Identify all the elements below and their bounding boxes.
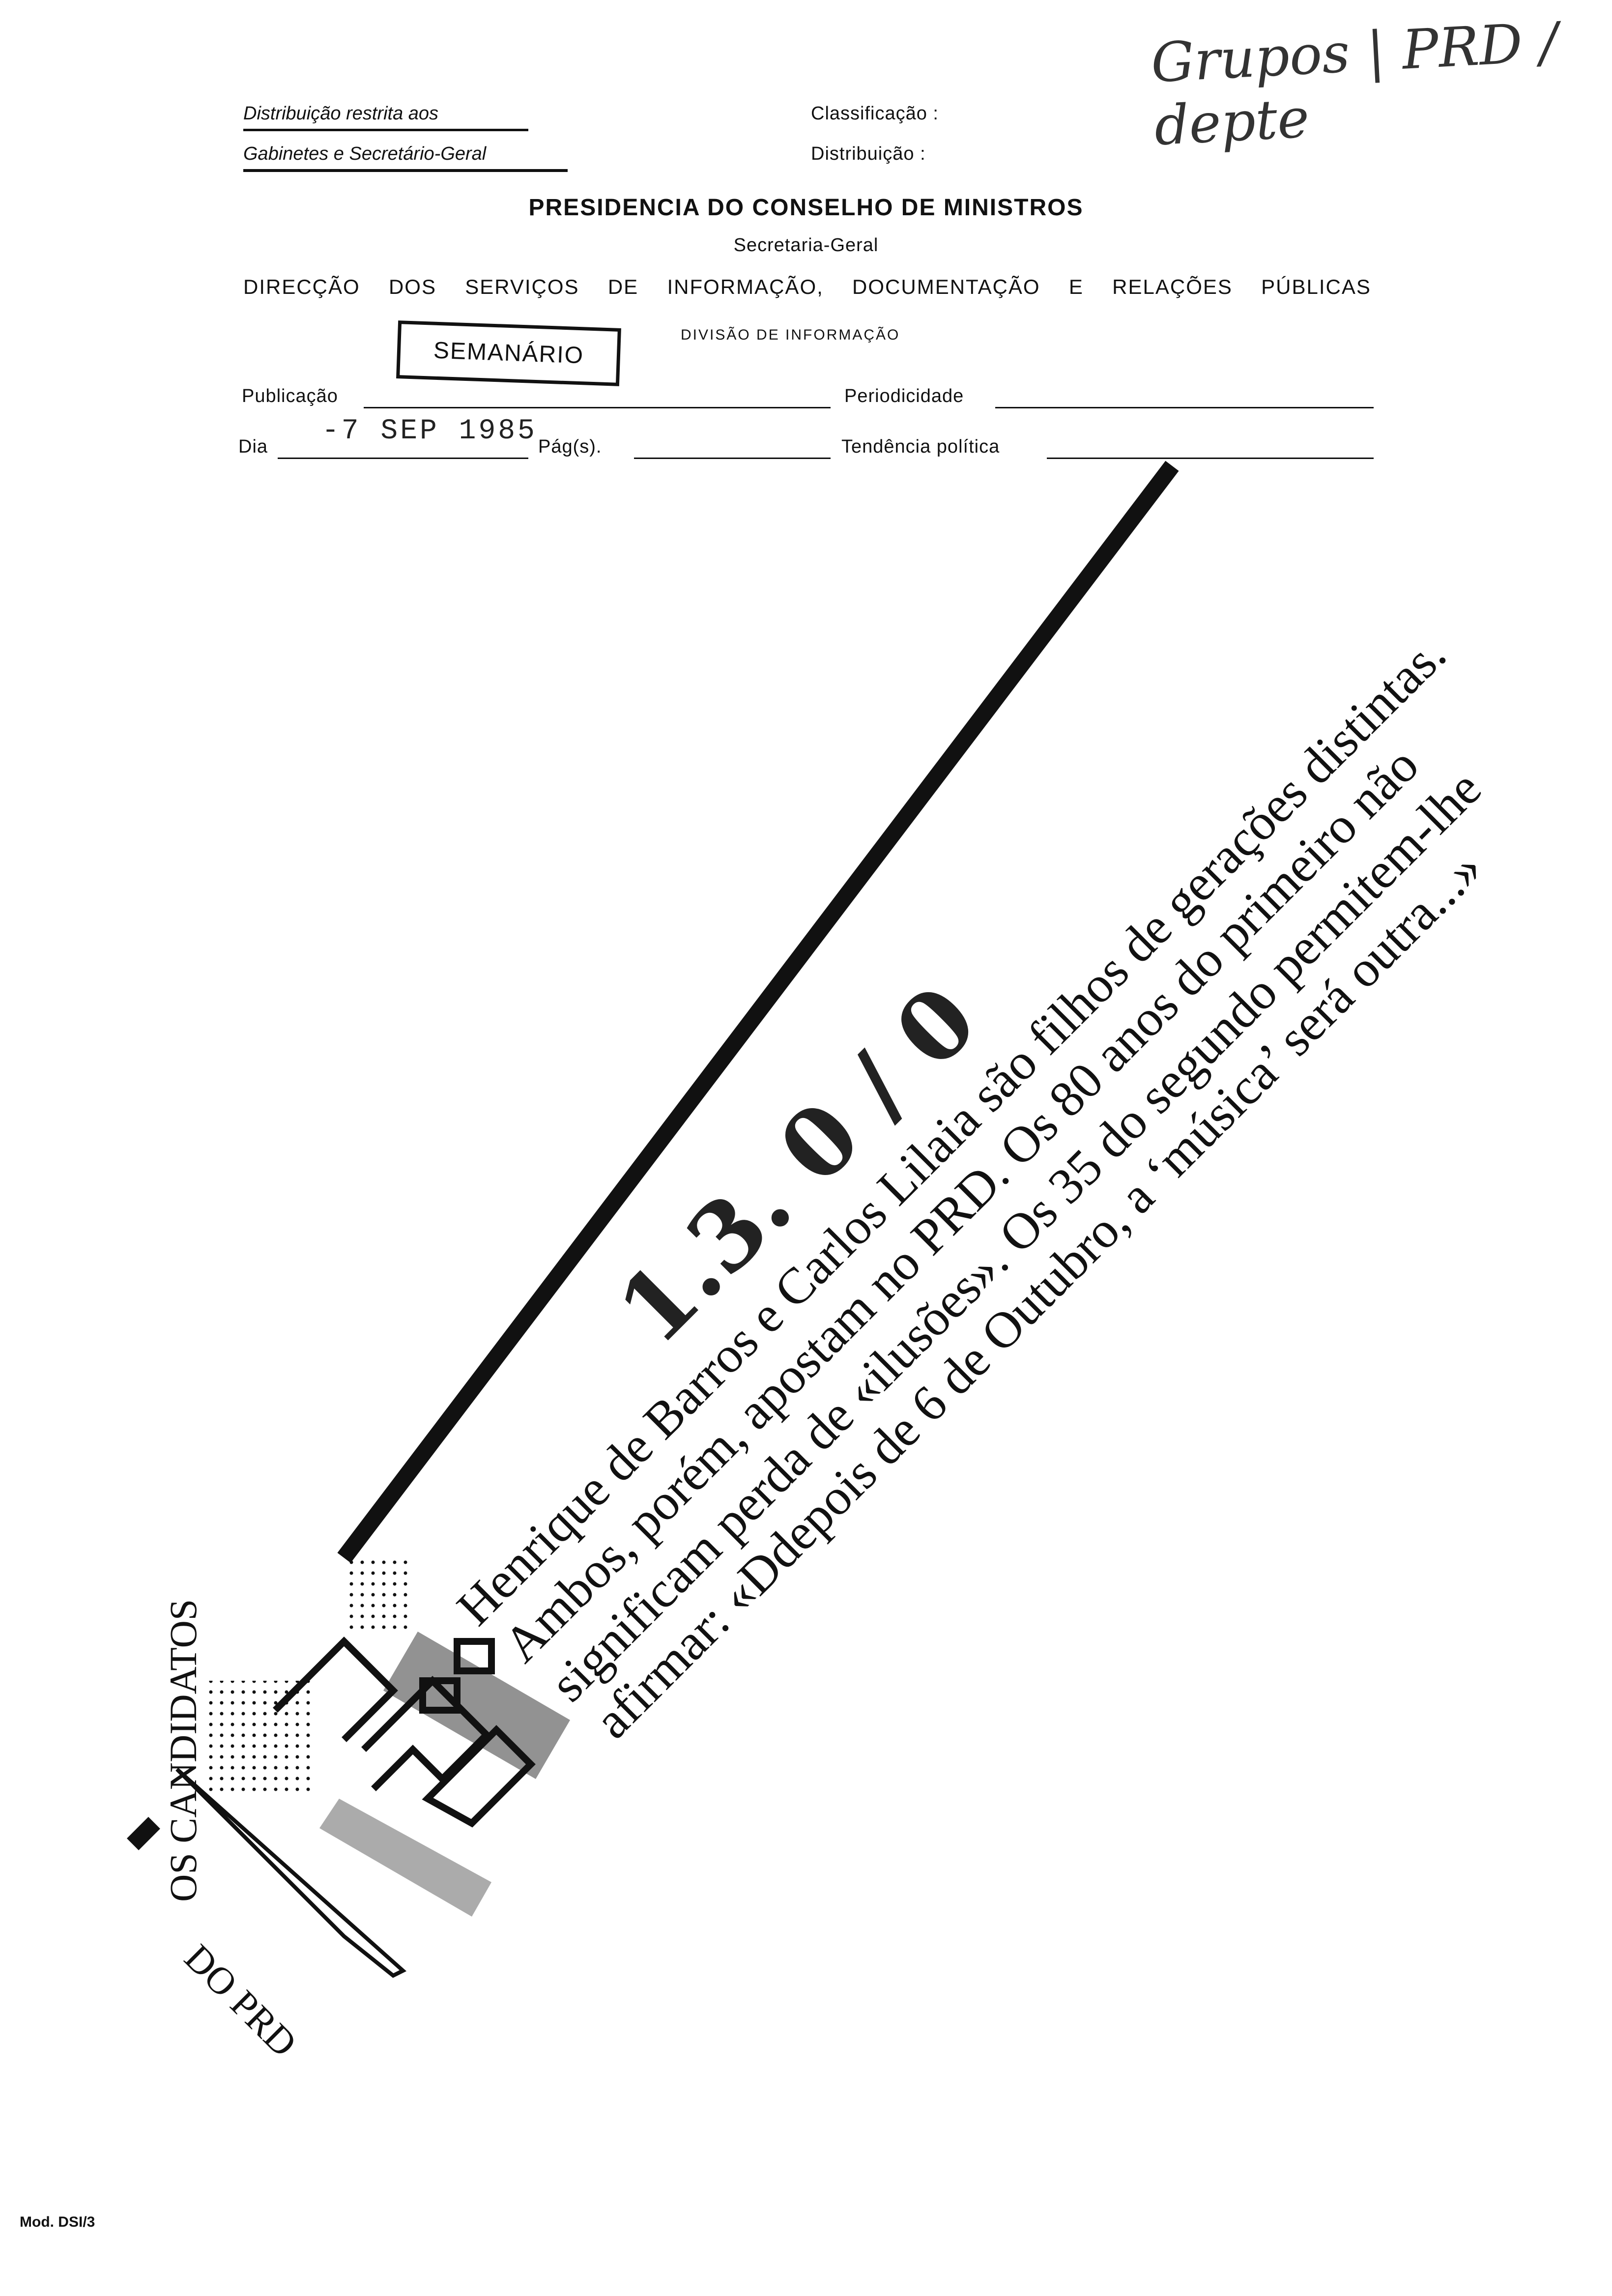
publication-label: Publicação — [242, 386, 338, 406]
deck-line: Henrique de Barros e Carlos Lilaia são f… — [446, 626, 1457, 1636]
page-title: PRESIDENCIA DO CONSELHO DE MINISTROS — [528, 195, 1084, 221]
kicker-border — [175, 1768, 407, 1978]
page-subtitle: Secretaria-Geral — [733, 235, 879, 256]
department-word: E — [1068, 275, 1084, 298]
prd-logo — [273, 1636, 536, 1828]
periodicity-field-line — [995, 407, 1374, 408]
department-word: RELAÇÕES — [1112, 275, 1233, 298]
department-word: DOS — [388, 275, 436, 298]
distribution-note-line1: Distribuição restrita aos — [243, 103, 439, 124]
department-word: DOCUMENTAÇÃO — [852, 275, 1040, 298]
political-tendency-field-line — [1047, 458, 1374, 459]
day-label: Dia — [238, 436, 268, 457]
classification-label: Classificação : — [811, 103, 939, 124]
department-word: INFORMAÇÃO, — [667, 275, 824, 298]
distribution-label: Distribuição : — [811, 144, 926, 164]
publication-field-line — [364, 407, 831, 408]
form-code: Mod. DSI/3 — [20, 2214, 95, 2230]
distribution-note-line2: Gabinetes e Secretário-Geral — [243, 144, 487, 164]
political-tendency-label: Tendência política — [841, 436, 1000, 457]
periodicity-label: Periodicidade — [844, 386, 964, 406]
shaded-panel — [383, 1632, 570, 1779]
shaded-panel — [319, 1799, 491, 1917]
dotted-panel — [206, 1681, 315, 1794]
department-word: SERVIÇOS — [465, 275, 579, 298]
department-word: PÚBLICAS — [1261, 275, 1371, 298]
department-word: DE — [607, 275, 639, 298]
day-field-line — [278, 458, 528, 459]
day-value: -7 SEP 1985 — [322, 415, 537, 447]
dotted-panel — [344, 1558, 413, 1632]
black-tab — [127, 1817, 160, 1850]
division-heading: DIVISÃO DE INFORMAÇÃO — [681, 327, 900, 343]
department-word: DIRECÇÃO — [243, 275, 360, 298]
pages-label: Pág(s). — [538, 436, 602, 457]
underline — [243, 169, 568, 172]
kicker-line: OS CANDIDATOS — [162, 1599, 204, 1902]
diagonal-rule — [337, 460, 1179, 1563]
department-heading: DIRECÇÃO DOS SERVIÇOS DE INFORMAÇÃO, DOC… — [243, 275, 1371, 299]
underline — [243, 129, 528, 131]
pages-field-line — [634, 458, 831, 459]
deck-line: Ambos, porém, apostam no PRD. Os 80 anos… — [492, 736, 1430, 1673]
